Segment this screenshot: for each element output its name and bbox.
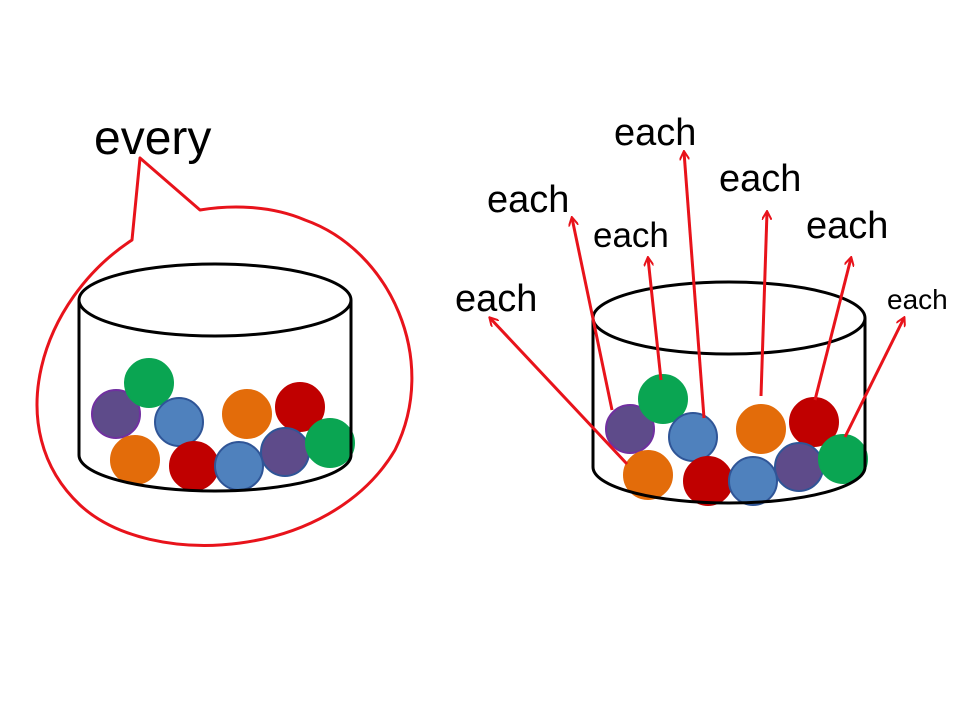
ball-icon (638, 374, 688, 424)
ball-icon (818, 434, 868, 484)
ball-icon (91, 389, 141, 439)
arrow-icon (572, 218, 614, 411)
ball-icon (110, 435, 160, 485)
arrow-icon (490, 318, 629, 466)
arrow-icon (648, 258, 663, 381)
ball-icon (305, 418, 355, 468)
right-balls (605, 374, 868, 506)
each-label: each (593, 216, 669, 255)
ball-icon (683, 456, 733, 506)
ball-icon (605, 404, 655, 454)
right-panel: each each each each each each each (455, 112, 948, 506)
ball-icon (169, 441, 219, 491)
each-label: each (455, 278, 537, 320)
ball-icon (623, 450, 673, 500)
each-labels: each each each each each each each (455, 112, 948, 320)
each-label: each (806, 205, 888, 247)
each-arrows (490, 152, 904, 466)
arrow-icon (759, 212, 767, 397)
each-label: each (614, 112, 696, 154)
ball-icon (728, 456, 778, 506)
ball-icon (154, 397, 204, 447)
arrow-icon (684, 152, 706, 419)
ball-icon (214, 441, 264, 491)
speech-bubble-icon (35, 156, 414, 547)
arrow-icon (843, 318, 904, 438)
arrow-icon (813, 258, 851, 401)
jar-icon (77, 262, 353, 493)
ball-icon (736, 404, 786, 454)
each-label: each (719, 158, 801, 200)
ball-icon (222, 389, 272, 439)
ball-icon (668, 412, 718, 462)
ball-icon (774, 442, 824, 492)
ball-icon (124, 358, 174, 408)
each-label: each (887, 284, 948, 315)
each-label: each (487, 179, 569, 221)
left-balls (91, 358, 355, 491)
left-panel: every (35, 112, 414, 547)
every-label: every (94, 112, 211, 165)
ball-icon (260, 427, 310, 477)
ball-icon (275, 382, 325, 432)
